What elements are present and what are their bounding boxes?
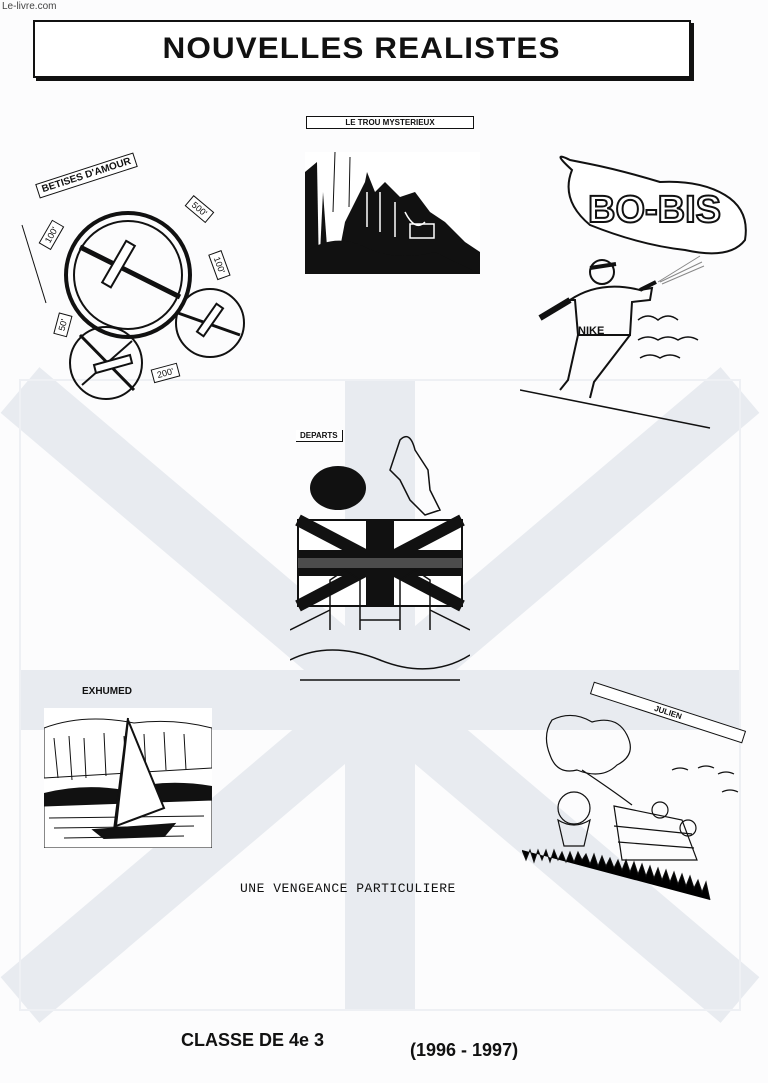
exhumed-label: EXHUMED (82, 686, 133, 697)
betises-illustration (21, 211, 245, 400)
page-title: NOUVELLES REALISTES (162, 32, 561, 65)
watermark: Le-livre.com (2, 1, 57, 12)
departs-label: DEPARTS (296, 430, 343, 442)
bobis-shirt-text: NIKE (578, 325, 604, 337)
julien-illustration (522, 714, 739, 901)
exhumed-illustration (44, 708, 212, 848)
caption: UNE VENGEANCE PARTICULIERE (240, 881, 456, 896)
trou-illustration (305, 152, 480, 274)
footer-class-label: CLASSE DE 4e 3 (181, 1030, 325, 1050)
title-box: NOUVELLES REALISTES (33, 20, 691, 78)
footer-years: (1996 - 1997) (410, 1040, 519, 1060)
trou-label: LE TROU MYSTERIEUX (306, 116, 474, 129)
departs-illustration (290, 435, 470, 681)
bobis-illustration: BO-BIS NIKE (520, 155, 747, 429)
bobis-graffiti-text: BO-BIS (588, 189, 721, 231)
